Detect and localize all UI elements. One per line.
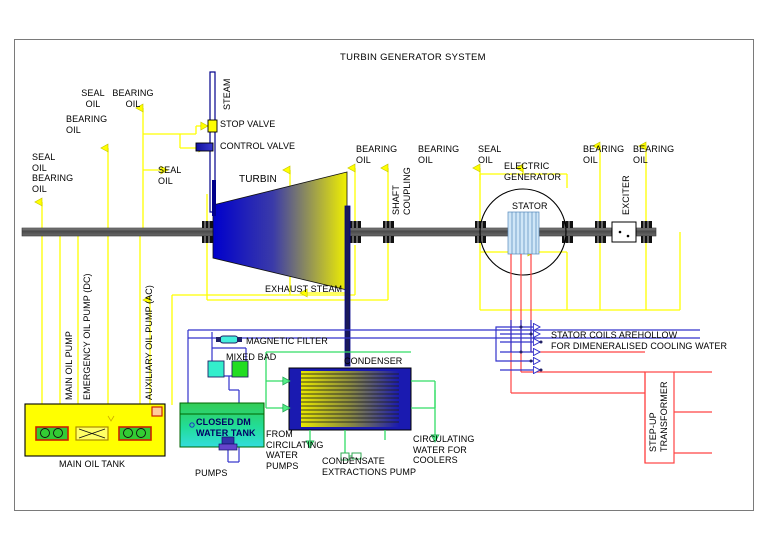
bearing-oil-label-2: BEARING OIL (418, 144, 460, 165)
seal-oil-label-mid: SEAL OIL (158, 165, 182, 186)
seal-oil-label-generator: SEAL OIL (478, 144, 502, 165)
exhaust-steam-label: EXHAUST STEAM (265, 284, 343, 294)
pumps-label: PUMPS (195, 468, 228, 478)
stator-label: STATOR (512, 201, 548, 211)
main-oil-tank-label: MAIN OIL TANK (59, 459, 126, 469)
mixed-bed-label: MIXED BAD (226, 352, 277, 362)
bearing-oil-label-3: BEARING OIL (583, 144, 625, 165)
shaft-coupling-label: SHAFT COUPLING (391, 167, 412, 215)
dm-header-junction-dots (519, 325, 543, 372)
condensate-extractions-pump-label: CONDENSATE EXTRACTIONS PUMP (322, 456, 417, 477)
turbine-label: TURBIN (239, 174, 277, 185)
bearing-oil-label-left: BEARING OIL (66, 114, 108, 135)
seal-bearing-oil-label-far-left: SEAL OIL BEARING OIL (32, 152, 74, 194)
stop-valve[interactable] (207, 119, 218, 133)
main-oil-tank (24, 403, 166, 457)
page-title: TURBIN GENERATOR SYSTEM (340, 52, 486, 63)
exciter-unit (611, 221, 637, 243)
bearing-oil-label-1: BEARING OIL (356, 144, 398, 165)
steam-label: STEAM (222, 78, 232, 110)
control-valve-label: CONTROL VALVE (220, 141, 296, 151)
condensate-extraction-pump (340, 452, 362, 461)
electric-generator (479, 188, 567, 276)
dm-water-pumps (218, 436, 238, 451)
closed-dm-water-tank-label: CLOSED DM WATER TANK (196, 417, 256, 438)
bearing-oil-label-top: BEARING OIL (112, 88, 154, 109)
stator-coils-note: STATOR COILS AREHOLLOW FOR DIMENERALISED… (551, 330, 728, 351)
turbine-body (212, 171, 348, 291)
stop-valve-label: STOP VALVE (220, 119, 276, 129)
exciter-label: EXCITER (621, 175, 631, 215)
condenser-unit (288, 367, 412, 431)
steam-piping (209, 71, 351, 367)
control-valve[interactable] (195, 142, 214, 152)
circulating-water-for-coolers-label: CIRCULATING WATER FOR COOLERS (413, 434, 475, 465)
step-up-transformer-label: STEP-UP TRANSFORMER (648, 381, 669, 452)
from-circulating-water-pumps-label: FROM CIRCILATING WATER PUMPS (266, 429, 324, 471)
mixed-bed-vessels (207, 360, 249, 378)
electric-generator-label: ELECTRIC GENERATOR (504, 161, 562, 182)
circulating-water-piping (265, 351, 440, 455)
step-up-transformer (644, 371, 712, 464)
emergency-oil-pump-label: EMERGENCY OIL PUMP (DC) (82, 273, 92, 400)
magnetic-filter-label: MAGNETIC FILTER (246, 336, 328, 346)
condenser-label: CONDENSER (344, 356, 403, 366)
main-oil-pump-label: MAIN OIL PUMP (64, 331, 74, 400)
bearing-oil-label-4: BEARING OIL (633, 144, 675, 165)
auxiliary-oil-pump-label: AUXILIARY OIL PUMP (AC) (144, 284, 154, 400)
seal-oil-label-top: SEAL OIL (81, 88, 105, 109)
magnetic-filter (216, 335, 242, 344)
